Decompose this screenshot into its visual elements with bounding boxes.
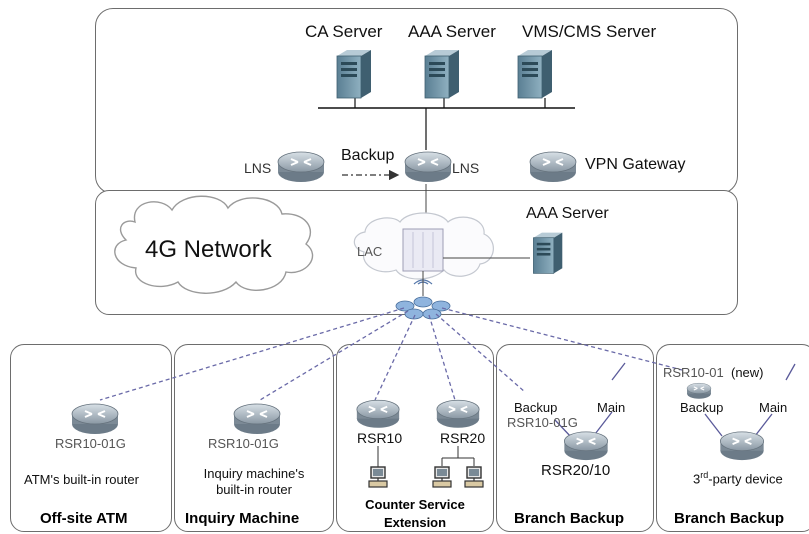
lns-left-router-icon bbox=[277, 151, 325, 183]
rsr20-10-router-icon bbox=[563, 430, 609, 462]
inquiry-router-icon bbox=[233, 403, 281, 435]
lac-label: LAC bbox=[357, 244, 383, 259]
rsr10-01-router-icon bbox=[686, 382, 712, 400]
rsr10-router-icon bbox=[355, 399, 401, 429]
vpn-gateway-router-icon bbox=[529, 151, 577, 183]
rsr10-label: RSR10 bbox=[357, 430, 403, 446]
aaa-server-icon bbox=[424, 49, 460, 99]
lns-left-label: LNS bbox=[244, 160, 272, 176]
panel-counter-service bbox=[336, 344, 494, 532]
atm-description: ATM's built-in router bbox=[24, 472, 139, 487]
backup-label: Backup bbox=[341, 147, 395, 164]
aaa-server-label: AAA Server bbox=[408, 22, 496, 41]
third-party-router-icon bbox=[719, 430, 765, 462]
atm-router-icon bbox=[71, 403, 119, 435]
vpn-gateway-label: VPN Gateway bbox=[585, 156, 686, 173]
aaa-server-access-icon bbox=[532, 232, 563, 274]
vms-cms-server-icon bbox=[517, 49, 553, 99]
wireless-links bbox=[99, 307, 683, 401]
rsr20-router-icon bbox=[435, 399, 481, 429]
ca-server-icon bbox=[336, 49, 372, 99]
pc-icon bbox=[368, 466, 388, 488]
branch2-backup-label: Backup bbox=[680, 400, 724, 415]
branch1-backup-label: Backup bbox=[514, 400, 558, 415]
panel-offsite-atm bbox=[10, 344, 172, 532]
atm-device-label: RSR10-01G bbox=[55, 436, 126, 451]
lns-right-router-icon bbox=[404, 151, 452, 183]
4g-network-cloud-shape bbox=[114, 195, 314, 294]
inquiry-description-line2: built-in router bbox=[216, 482, 292, 497]
panel-title-branch-backup-2: Branch Backup bbox=[674, 510, 785, 527]
branch2-new-tag: (new) bbox=[731, 365, 764, 380]
inquiry-device-label: RSR10-01G bbox=[208, 436, 279, 451]
branch2-device-small-label: RSR10-01 bbox=[663, 365, 724, 380]
panel-title-counter-service-line2: Extension bbox=[383, 515, 447, 530]
ca-server-label: CA Server bbox=[305, 22, 383, 41]
rsr20-label: RSR20 bbox=[440, 430, 486, 446]
panel-title-offsite-atm: Off-site ATM bbox=[40, 510, 128, 527]
branch1-device-label: RSR20/10 bbox=[541, 462, 611, 479]
panel-title-inquiry-machine: Inquiry Machine bbox=[185, 510, 300, 527]
pc-icon bbox=[432, 466, 452, 488]
panel-title-branch-backup-1: Branch Backup bbox=[514, 510, 625, 527]
pc-icon bbox=[464, 466, 484, 488]
antenna-cluster-icon bbox=[395, 296, 451, 320]
inquiry-description-line1: Inquiry machine's bbox=[203, 466, 305, 481]
4g-network-label: 4G Network bbox=[145, 236, 272, 263]
aaa-server-access-label: AAA Server bbox=[526, 205, 609, 222]
third-party-device-label: 3rd-party device bbox=[693, 470, 783, 487]
panel-inquiry-machine bbox=[174, 344, 334, 532]
lns-right-label: LNS bbox=[452, 160, 480, 176]
branch2-main-label: Main bbox=[759, 400, 788, 415]
vms-cms-server-label: VMS/CMS Server bbox=[522, 22, 657, 41]
branch1-device-small-label: RSR10-01G bbox=[507, 415, 578, 430]
branch1-main-label: Main bbox=[597, 400, 626, 415]
panel-title-counter-service-line1: Counter Service bbox=[365, 497, 465, 512]
